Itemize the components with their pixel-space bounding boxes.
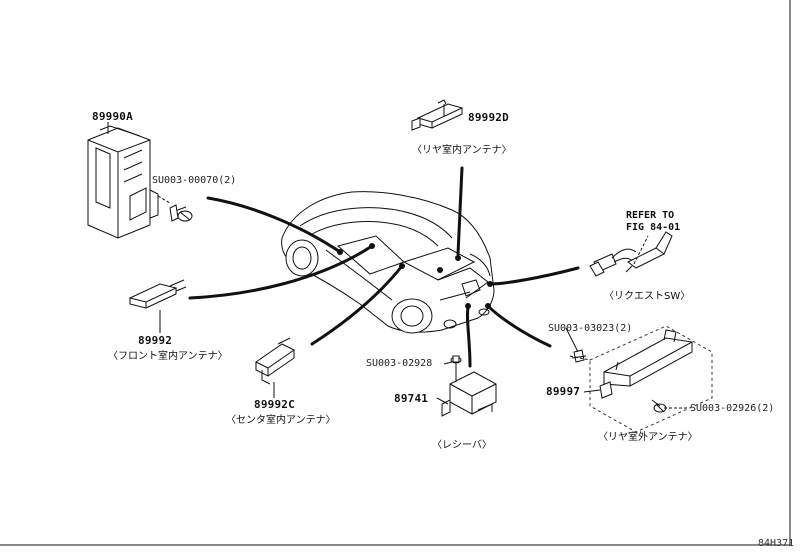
antenna-89997 [599, 329, 693, 399]
caption-front-interior-antenna: 〈フロント室内アンテナ〉 [108, 351, 228, 362]
part-number-89741: 89741 [394, 392, 429, 405]
callout-dots [337, 243, 493, 309]
caption-center-interior-antenna: 〈センタ室内アンテナ〉 [226, 415, 336, 426]
leader-lines [107, 104, 601, 405]
caption-receiver: 〈レシーバ〉 [432, 440, 492, 451]
caption-rear-exterior-antenna: 〈リヤ室外アンテナ〉 [598, 432, 698, 443]
antenna-89992 [128, 279, 187, 309]
clip-su003-03023 [571, 349, 587, 363]
fastener-code-3: SU003-03023(2) [548, 323, 633, 334]
part-number-89992d: 89992D [468, 111, 509, 124]
page-border [0, 0, 791, 546]
fastener-code-2: SU003-02928 [366, 358, 433, 369]
part-number-89997: 89997 [546, 385, 581, 398]
caption-rear-interior-antenna: 〈リヤ室内アンテナ〉 [412, 145, 512, 156]
fastener-code-1: SU003-00070(2) [152, 175, 237, 186]
part-number-89990a: 89990A [92, 110, 133, 123]
fastener-code-4: SU003-02926(2) [690, 403, 775, 414]
car-outline [281, 191, 495, 334]
bolt-su003-00070 [157, 195, 193, 222]
screw-su003-02926 [651, 399, 667, 413]
antenna-89992c [255, 337, 295, 385]
part-number-89992: 89992 [138, 334, 173, 347]
antenna-89992d [411, 99, 464, 131]
callout-lines [188, 166, 580, 368]
caption-request-switch: 〈リクエストSW〉 [604, 291, 691, 302]
request-switch [589, 231, 673, 277]
refer-line-2: FIG 84-01 [626, 222, 681, 233]
part-number-89992c: 89992C [254, 398, 295, 411]
ecu-module-89990a [87, 125, 159, 239]
diagram-code: 84H371 [758, 538, 795, 549]
refer-note: REFER TO FIG 84-01 [626, 210, 680, 234]
refer-line-1: REFER TO [626, 210, 675, 221]
assembly-outline-89997 [589, 325, 713, 433]
